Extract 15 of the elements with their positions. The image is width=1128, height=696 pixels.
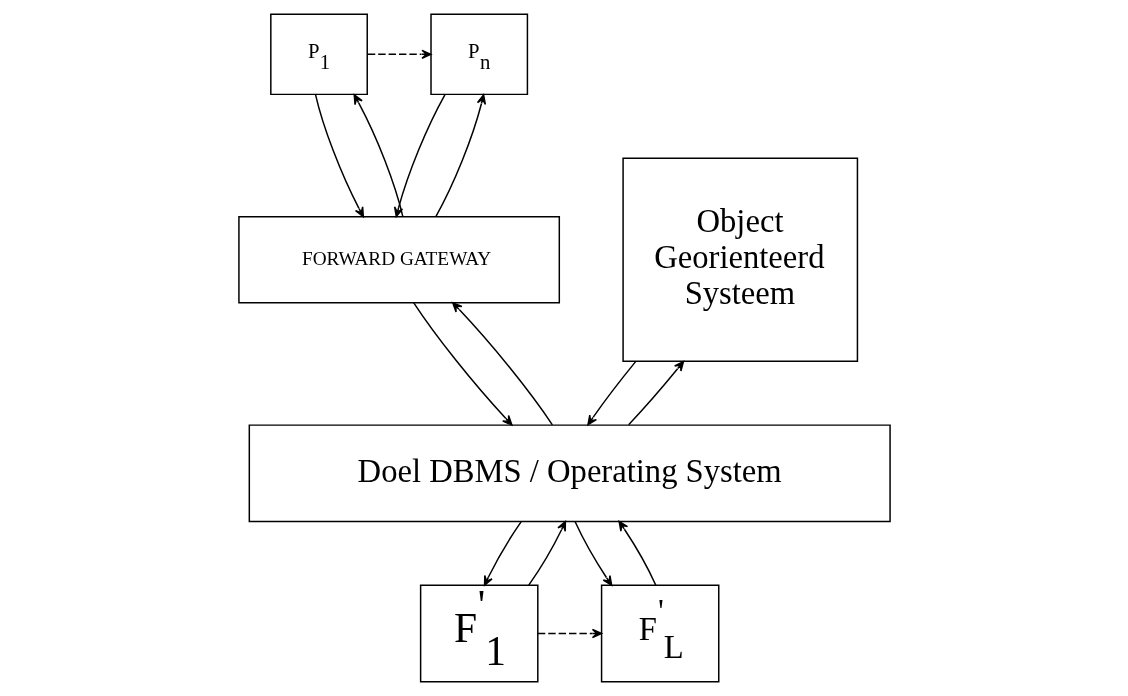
node-box: FORWARD GATEWAY: [237, 216, 560, 304]
node-box: Object Georienteerd Systeem: [621, 157, 858, 363]
arrow: [536, 628, 602, 639]
arrow: [586, 360, 636, 426]
arrow: [483, 520, 522, 586]
arrow: [617, 520, 657, 586]
arrow: [434, 94, 486, 218]
arrow: [527, 520, 566, 586]
arrow: [451, 302, 553, 426]
arrow: [573, 520, 612, 586]
arrow: [314, 94, 364, 218]
node-box: Doel DBMS / Operating System: [248, 424, 891, 523]
arrow: [412, 302, 512, 426]
arrow: [366, 49, 432, 60]
arrow: [627, 360, 684, 426]
